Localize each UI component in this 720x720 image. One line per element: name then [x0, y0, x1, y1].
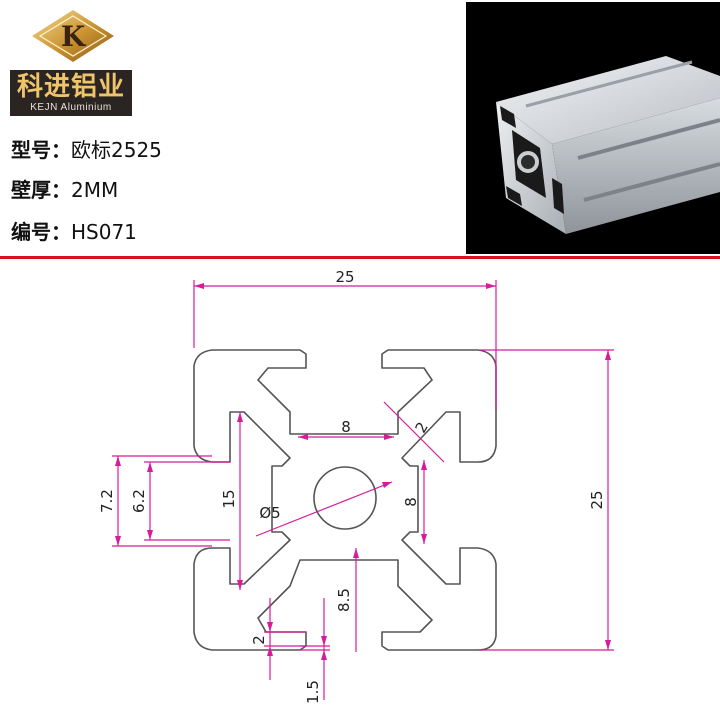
brand-name-chinese: 科进铝业	[16, 72, 125, 102]
brand-name-english: KEJN Aluminium	[30, 102, 112, 113]
dim-label-slot-opening-inner: 6.2	[130, 489, 148, 513]
profile-cross-section-drawing: 25 25 8 8 2 Ø5 7.2 6.2 15 8.5 2 1.5	[98, 268, 614, 704]
dim-label-center-hole: Ø5	[259, 504, 280, 522]
spec-code-label: 编号：	[11, 220, 71, 244]
dim-label-lip-thickness: 2	[250, 635, 268, 645]
spec-model-label: 型号：	[11, 138, 71, 162]
spec-code: 编号：HS071	[11, 216, 137, 245]
product-header: K 科进铝业 KEJN Aluminium 型号：欧标2525 壁厚：2MM 编…	[0, 0, 720, 256]
dim-line-center-hole	[255, 481, 393, 537]
brand-name-plate: 科进铝业 KEJN Aluminium	[10, 70, 132, 116]
brand-logo-icon: K	[32, 10, 114, 62]
spec-wall-thickness: 壁厚：2MM	[11, 174, 118, 203]
dimension-lines	[112, 280, 614, 700]
center-hole-outline	[313, 466, 377, 530]
dim-label-slot-depth: 15	[220, 489, 238, 508]
dim-label-inner-height: 8	[402, 497, 420, 507]
header-divider	[0, 256, 720, 259]
spec-model-value: 欧标2525	[71, 138, 162, 162]
dim-label-wall-thickness: 2	[411, 419, 431, 436]
dim-label-inner-width: 8	[341, 418, 351, 436]
dim-label-lip-offset: 1.5	[304, 680, 322, 704]
dimension-arrowheads	[115, 283, 611, 660]
spec-code-value: HS071	[71, 220, 137, 244]
dim-label-overall-width: 25	[335, 268, 354, 286]
spec-wall-thickness-value: 2MM	[71, 178, 119, 202]
dim-label-overall-height: 25	[588, 490, 606, 509]
product-photo	[466, 2, 720, 254]
logo-mark: K	[61, 20, 87, 53]
spec-model: 型号：欧标2525	[11, 134, 162, 163]
spec-wall-thickness-label: 壁厚：	[11, 178, 71, 202]
dim-label-slot-opening-outer: 7.2	[98, 489, 116, 513]
dim-label-slot-depth-lower: 8.5	[335, 588, 353, 612]
dim-line-wall-thickness	[383, 401, 445, 463]
aluminium-extrusion-image	[496, 56, 720, 234]
